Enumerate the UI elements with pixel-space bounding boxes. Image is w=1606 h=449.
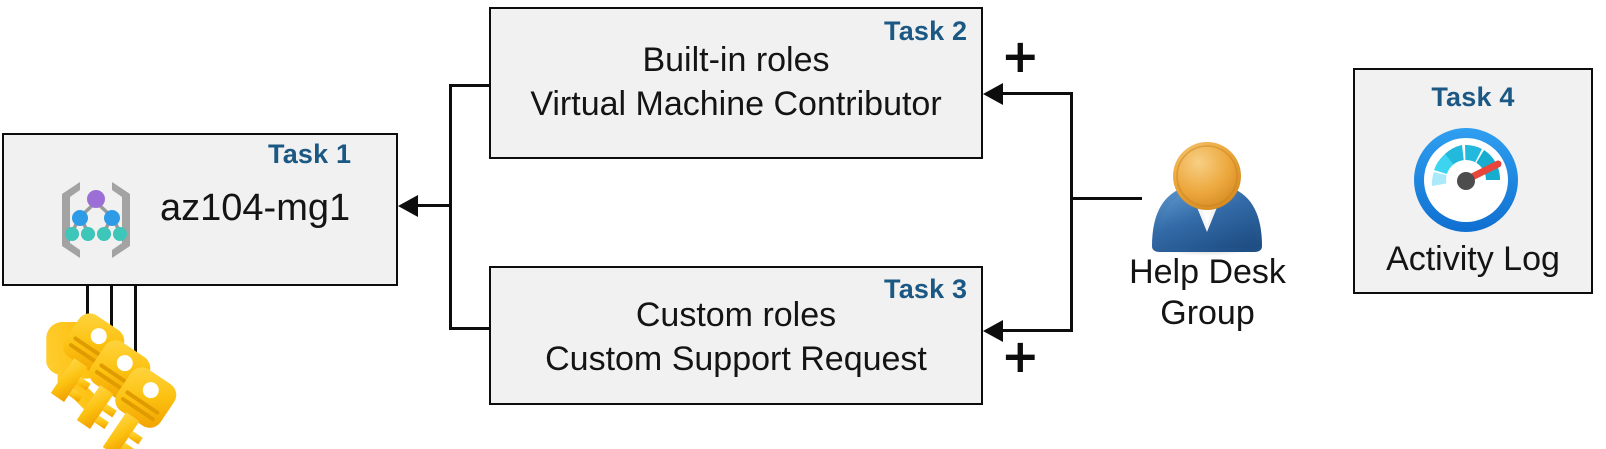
bus-to-task2-line: [1003, 92, 1073, 95]
left-bus-vertical: [449, 84, 452, 330]
actor-label-line1: Help Desk: [1129, 253, 1286, 291]
task3-label: Task 3: [884, 274, 968, 304]
bus-to-task3-line: [1003, 329, 1073, 332]
user-group-icon: [1152, 142, 1262, 256]
task2-text-line2: Virtual Machine Contributor: [530, 85, 942, 123]
plus-sign-top: +: [1001, 29, 1040, 83]
task3-arrow-head: [983, 320, 1003, 342]
task1-label: Task 1: [268, 139, 352, 169]
task3-text-line1: Custom roles: [635, 296, 837, 334]
task2-arrow-head: [983, 83, 1003, 105]
key-icon-3: [102, 367, 177, 449]
task1-text-line1: az104-mg1: [160, 187, 351, 229]
actor-label-line2: Group: [1160, 294, 1255, 332]
person-to-bus-line: [1070, 197, 1142, 200]
key-arrow-line-2: [110, 212, 113, 390]
task4-label: Task 4: [1431, 82, 1515, 112]
bus-to-task1-line: [418, 204, 451, 207]
task3-to-bus-line: [449, 327, 491, 330]
task4-text-line1: Activity Log: [1386, 240, 1560, 278]
management-group-icon: [62, 182, 130, 258]
task2-box[interactable]: [489, 7, 983, 159]
task2-label: Task 2: [884, 16, 968, 46]
plus-sign-bottom: +: [1001, 329, 1040, 383]
task3-text-line2: Custom Support Request: [545, 340, 927, 378]
right-bus-vertical: [1070, 92, 1073, 332]
task2-to-bus-line: [449, 84, 491, 87]
task2-text-line1: Built-in roles: [642, 41, 830, 79]
task1-arrow-head: [398, 195, 418, 217]
key-icon-2: [76, 340, 151, 430]
task3-box[interactable]: [489, 266, 983, 405]
key-arrow-line-3: [134, 232, 137, 422]
gauge-icon: [1414, 128, 1518, 232]
